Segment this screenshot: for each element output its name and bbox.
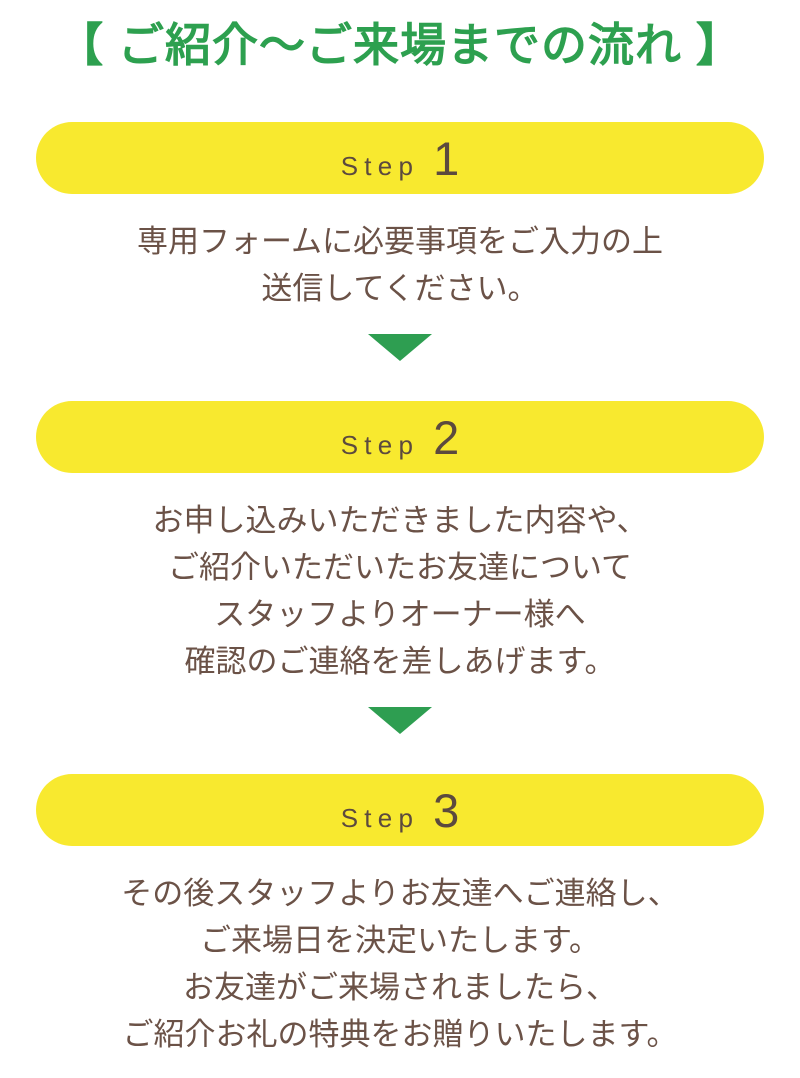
- step-3-line-4: ご紹介お礼の特典をお贈りいたします。: [122, 1017, 678, 1052]
- step-3-word: Step: [340, 802, 420, 833]
- step-2-description: お申し込みいただきました内容や、 ご紹介いただいたお友達について スタッフよりオ…: [0, 497, 800, 685]
- step-2-line-1: お申し込みいただきました内容や、: [152, 503, 648, 538]
- step-2-number: 2: [433, 410, 460, 464]
- page-title: 【 ご紹介〜ご来場までの流れ 】: [57, 19, 743, 71]
- step-2-word: Step: [340, 429, 420, 460]
- arrow-down-icon: [368, 334, 432, 361]
- step-1-word: Step: [340, 150, 420, 181]
- step-2-line-4: 確認のご連絡を差しあげます。: [184, 644, 616, 679]
- step-3-section: Step 3 その後スタッフよりお友達へご連絡し、 ご来場日を決定いたします。 …: [0, 774, 800, 1058]
- step-3-pill: Step 3: [36, 774, 764, 846]
- step-1-description: 専用フォームに必要事項をご入力の上 送信してください。: [0, 218, 800, 312]
- step-3-description: その後スタッフよりお友達へご連絡し、 ご来場日を決定いたします。 お友達がご来場…: [0, 870, 800, 1058]
- step-3-line-2: ご来場日を決定いたします。: [200, 923, 600, 958]
- step-1-line-2: 送信してください。: [261, 271, 539, 306]
- arrow-down-icon: [368, 707, 432, 734]
- step-3-number: 3: [433, 783, 460, 837]
- step-3-line-3: お友達がご来場されましたら、: [183, 970, 617, 1005]
- step-3-line-1: その後スタッフよりお友達へご連絡し、: [121, 876, 679, 911]
- step-2-pill-label: Step 2: [341, 410, 460, 465]
- step-2-pill: Step 2: [36, 401, 764, 473]
- step-3-pill-label: Step 3: [341, 783, 460, 838]
- step-1-pill: Step 1: [36, 122, 764, 194]
- step-1-pill-label: Step 1: [341, 131, 460, 186]
- step-1-number: 1: [433, 131, 460, 185]
- step-2-section: Step 2 お申し込みいただきました内容や、 ご紹介いただいたお友達について …: [0, 401, 800, 734]
- step-1-section: Step 1 専用フォームに必要事項をご入力の上 送信してください。: [0, 122, 800, 361]
- step-2-line-2: ご紹介いただいたお友達について: [167, 550, 633, 585]
- step-1-line-1: 専用フォームに必要事項をご入力の上: [136, 224, 664, 259]
- step-2-line-3: スタッフよりオーナー様へ: [214, 597, 586, 632]
